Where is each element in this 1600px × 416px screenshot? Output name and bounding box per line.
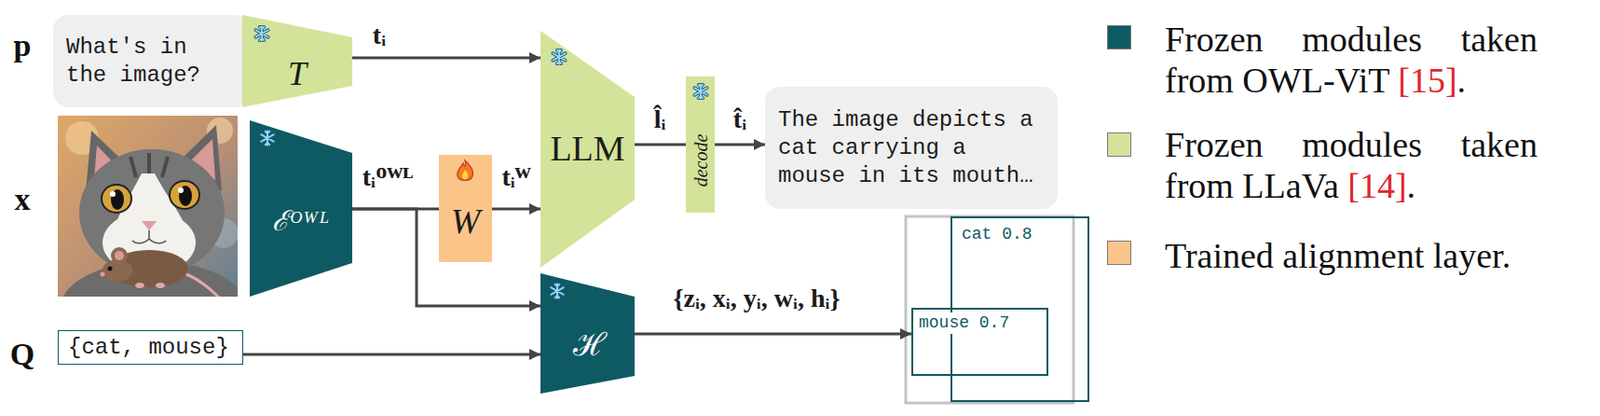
block-outline bbox=[249, 120, 353, 297]
connector-arrow bbox=[352, 56, 541, 60]
block-outline bbox=[540, 273, 635, 394]
edge-label: tᵢᴼᵂᴸ bbox=[362, 162, 414, 192]
box-label: cat 0.8 bbox=[961, 223, 1033, 246]
connector-arrow bbox=[492, 207, 541, 211]
box-label: {cat, mouse} bbox=[68, 333, 230, 362]
input-symbol: p bbox=[13, 27, 32, 64]
detection-head: ℋ bbox=[540, 273, 635, 394]
edge-label: t̂ᵢ bbox=[733, 104, 747, 135]
text-encoder-block: T bbox=[242, 14, 353, 108]
input-symbol: x bbox=[14, 181, 31, 218]
decode-block: decode bbox=[685, 76, 715, 213]
block-label: decode bbox=[690, 134, 712, 188]
image-frame bbox=[905, 216, 1074, 403]
legend-swatch bbox=[1107, 240, 1132, 265]
connector-arrow bbox=[714, 143, 766, 147]
box-label: The image depicts a cat carrying a mouse… bbox=[778, 106, 1045, 191]
llm-block: LLM bbox=[540, 30, 635, 268]
prompt-box: What's in the image? bbox=[53, 14, 250, 108]
connector-arrow bbox=[243, 353, 541, 356]
box-label: mouse 0.7 bbox=[916, 312, 1012, 334]
connector-arrow bbox=[634, 332, 912, 336]
input-symbol: Q bbox=[10, 336, 35, 372]
block-label: LLM bbox=[549, 129, 625, 169]
block-outline bbox=[685, 76, 715, 213]
output-text-box: The image depicts a cat carrying a mouse… bbox=[765, 86, 1058, 209]
edge-label: l̂ᵢ bbox=[654, 104, 667, 135]
block-outline bbox=[242, 14, 353, 108]
legend-label: Frozen modules taken from OWL-ViT [15]. bbox=[1164, 18, 1538, 101]
connector-arrow bbox=[634, 143, 686, 147]
edge-label: tᵢᵂ bbox=[502, 162, 532, 192]
block-outline bbox=[438, 154, 493, 262]
block-label: ℰᴼᵂᴸ bbox=[272, 204, 329, 235]
box-label: What's in the image? bbox=[66, 33, 237, 90]
block-label: T bbox=[287, 55, 307, 94]
detection-box: mouse 0.7 bbox=[911, 307, 1049, 376]
image-encoder-block: ℰᴼᵂᴸ bbox=[249, 120, 353, 297]
query-box: {cat, mouse} bbox=[57, 329, 244, 365]
legend-swatch bbox=[1107, 132, 1132, 157]
block-outline bbox=[540, 30, 635, 268]
legend-label: Trained alignment layer. bbox=[1164, 234, 1538, 276]
block-label: ℋ bbox=[573, 327, 607, 362]
cat-photo bbox=[57, 115, 238, 297]
legend-label: Frozen modules taken from LLaVa [14]. bbox=[1164, 123, 1538, 206]
edge-label: tᵢ bbox=[372, 20, 386, 51]
alignment-layer: W bbox=[438, 154, 493, 262]
legend-swatch bbox=[1107, 25, 1132, 50]
edge-label: {zᵢ, xᵢ, yᵢ, wᵢ, hᵢ} bbox=[672, 283, 840, 314]
block-label: W bbox=[451, 202, 481, 242]
